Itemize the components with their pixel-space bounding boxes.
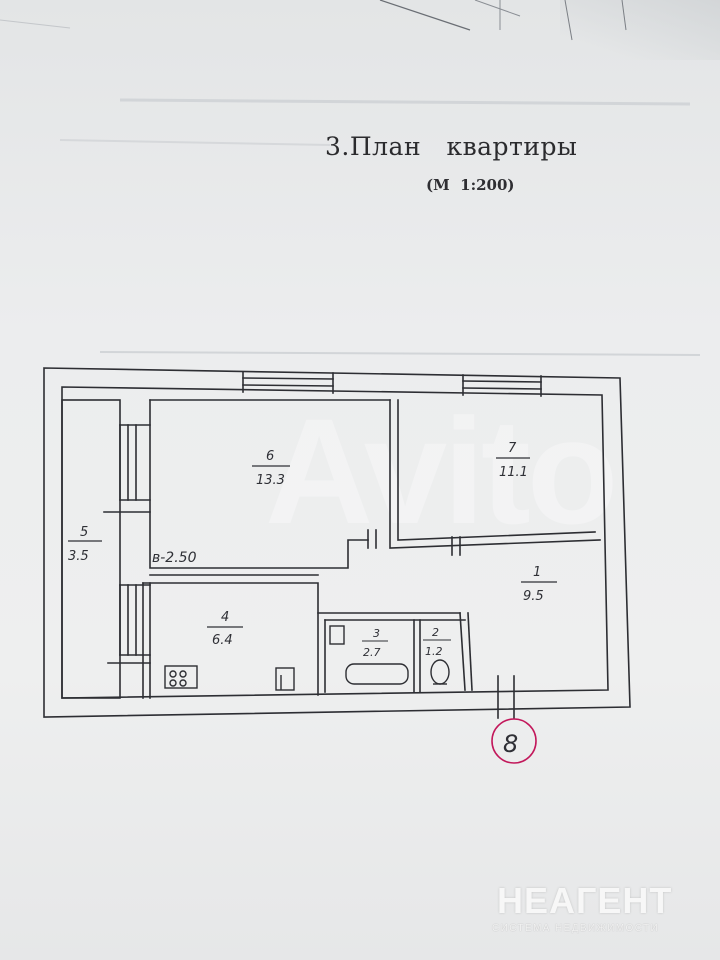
room-1-area: 9.5 bbox=[523, 589, 544, 604]
loggia-outline bbox=[61, 399, 121, 699]
room-3-number: 3 bbox=[373, 627, 380, 640]
neagent-logo: НЕАГЕНТ bbox=[497, 880, 673, 921]
stove-icon bbox=[164, 665, 198, 689]
room-labels: 6 13.3 7 11.1 5 3.5 1 9.5 4 6.4 3 2.7 2 … bbox=[68, 441, 557, 659]
room-4-number: 4 bbox=[221, 610, 229, 625]
room-5-area: 3.5 bbox=[68, 549, 89, 564]
loggia-window-upper bbox=[119, 424, 151, 501]
bathtub-icon bbox=[345, 663, 409, 685]
neagent-tagline: СИСТЕМА НЕДВИЖИМОСТИ bbox=[492, 923, 660, 934]
room-5-number: 5 bbox=[80, 525, 88, 540]
paper-shadow bbox=[560, 0, 720, 60]
room-1-number: 1 bbox=[533, 565, 541, 580]
washbasin-icon bbox=[329, 625, 345, 645]
room-7-number: 7 bbox=[508, 441, 517, 456]
outer-wall-outer bbox=[43, 367, 631, 718]
window-top-right bbox=[462, 374, 542, 397]
room-2-area: 1.2 bbox=[425, 645, 443, 658]
room-7-walls bbox=[389, 399, 601, 549]
room-6-walls bbox=[149, 399, 369, 569]
room-3-area: 2.7 bbox=[363, 646, 381, 659]
avito-watermark: Avito bbox=[265, 387, 618, 555]
ceiling-height: в-2.50 bbox=[152, 550, 197, 566]
loggia-window-lower bbox=[119, 584, 151, 656]
page-marker-number: 8 bbox=[503, 730, 518, 758]
room-2-number: 2 bbox=[432, 626, 439, 639]
room-4-area: 6.4 bbox=[212, 633, 233, 648]
fixtures bbox=[164, 625, 450, 691]
room-6-number: 6 bbox=[266, 449, 274, 464]
room-6-area: 13.3 bbox=[256, 473, 285, 488]
plan-title: 3.План квартиры bbox=[325, 132, 578, 161]
page-marker-circle bbox=[491, 718, 537, 764]
plan-scale: (М 1:200) bbox=[426, 176, 515, 194]
window-top-left bbox=[242, 371, 334, 394]
toilet-icon bbox=[430, 659, 450, 685]
room-7-area: 11.1 bbox=[499, 465, 528, 480]
sink-icon bbox=[275, 667, 295, 691]
room-4-walls bbox=[142, 582, 319, 696]
